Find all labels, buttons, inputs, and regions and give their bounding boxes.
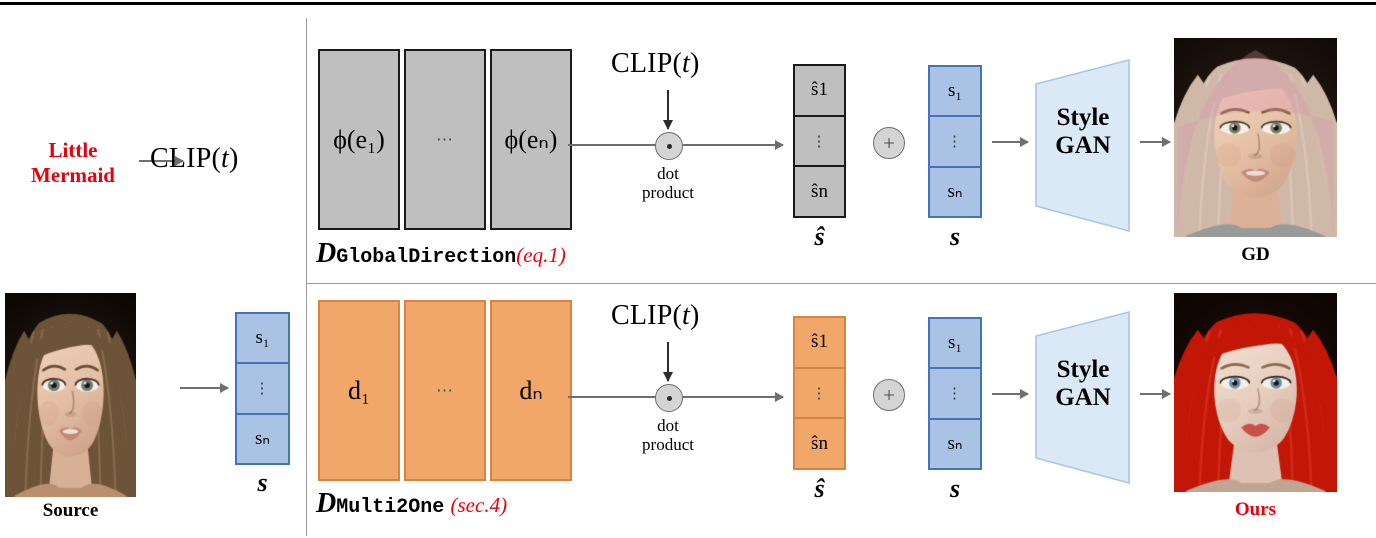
plus-symbol: +: [883, 130, 895, 155]
clip-label-variable: t: [682, 300, 690, 331]
network-subscript: Multi2One: [336, 496, 445, 519]
direction-block: dₙ: [490, 300, 572, 481]
source-style-vector-label: s: [257, 468, 268, 497]
dot-product-operator-bottom: [655, 384, 683, 412]
shat-cell: ⋮: [795, 366, 844, 418]
style-cell: ⋮: [237, 362, 288, 412]
prompt-line-2: Mermaid: [31, 162, 115, 187]
stylegan-label-line-2: GAN: [1055, 384, 1111, 411]
direction-block-ellipsis: ⋯: [436, 380, 454, 400]
addition-operator-bottom: +: [873, 379, 905, 411]
ours-output-caption: Ours: [1234, 499, 1277, 520]
shat-cell: ŝn: [795, 165, 844, 216]
horizontal-divider: [307, 283, 1376, 284]
shat-cell: ŝ1: [811, 79, 828, 101]
arrow-gan-to-output-top: [1140, 141, 1170, 144]
prompt-line-1: Little: [48, 138, 98, 162]
dot-product-label-line-1: dot: [657, 164, 679, 183]
clip-text-encoder-label: CLIP(t): [150, 143, 239, 175]
dot-product-label-line-2: product: [642, 183, 694, 203]
clip-label-suffix: ): [228, 143, 239, 174]
clip-label-suffix: ): [689, 300, 700, 331]
style-cell: s₁: [947, 80, 963, 102]
network-reference: (sec.4): [450, 493, 508, 517]
addition-operator-top: +: [873, 127, 905, 159]
clip-label-suffix: ): [689, 48, 700, 79]
shat-cell: ŝn: [795, 417, 844, 468]
source-image-caption: Source: [42, 500, 99, 521]
arrow-style-to-gan-top: [992, 141, 1028, 144]
global-direction-network-label: DGlobalDirection(eq.1): [316, 238, 566, 270]
predicted-style-vector-bottom: ŝ1 ⋮ ŝn: [793, 316, 846, 470]
line-blocks-to-dot-top: [568, 144, 660, 147]
style-cell: ⋮: [930, 115, 980, 165]
global-direction-output-caption: GD: [1241, 244, 1270, 265]
plus-symbol: +: [883, 382, 895, 407]
clip-label-prefix: CLIP(: [150, 143, 221, 174]
stylegan-generator-bottom: Style GAN: [1033, 310, 1133, 485]
global-direction-block-row: ϕ(e₁) ⋯ ϕ(eₙ): [318, 49, 572, 230]
shat-cell: ŝ1: [811, 331, 828, 353]
clip-text-encoder-label-bottom: CLIP(t): [611, 300, 700, 332]
style-cell: sₙ: [237, 412, 288, 463]
style-vector-top: s₁ ⋮ sₙ: [928, 65, 982, 218]
arrow-clip-to-dot-top: [667, 90, 670, 129]
source-face-image: [5, 293, 136, 497]
predicted-style-vector-label-bottom: ŝ: [814, 474, 825, 503]
arrow-clip-to-dot-bottom: [667, 342, 670, 381]
stylegan-label-line-1: Style: [1056, 356, 1110, 383]
arrow-style-to-gan-bottom: [992, 393, 1028, 396]
style-cell: sₙ: [930, 417, 980, 468]
global-direction-output-image: [1174, 38, 1337, 237]
style-cell: s₁: [947, 332, 963, 354]
style-cell: sₙ: [930, 165, 980, 216]
stylegan-label-line-2: GAN: [1055, 132, 1111, 159]
shat-cell: ⋮: [795, 114, 844, 166]
multi2one-network-label: DMulti2One (sec.4): [316, 488, 507, 520]
network-symbol: D: [316, 238, 337, 269]
ours-output-image: [1174, 293, 1337, 492]
direction-block: ϕ(eₙ): [490, 49, 572, 230]
arrow-dot-to-shat-top: [683, 144, 783, 147]
multi2one-block-row: d₁ ⋯ dₙ: [318, 300, 572, 481]
clip-label-variable: t: [682, 48, 690, 79]
style-vector-label-bottom: s: [949, 474, 961, 503]
style-cell: ⋮: [930, 367, 980, 417]
source-style-vector: s₁ ⋮ sₙ: [235, 312, 290, 465]
style-vector-label-top: s: [949, 222, 961, 251]
clip-label-prefix: CLIP(: [611, 48, 682, 79]
direction-block: d₁: [318, 300, 400, 481]
arrow-source-to-style: [180, 387, 228, 390]
stylegan-label-line-1: Style: [1056, 104, 1110, 131]
dot-product-label-bottom: dot product: [623, 416, 713, 454]
predicted-style-vector-top: ŝ1 ⋮ ŝn: [793, 64, 846, 218]
clip-label-variable: t: [221, 143, 229, 174]
network-reference: (eq.1): [516, 243, 566, 267]
clip-text-encoder-label-top: CLIP(t): [611, 48, 700, 80]
arrow-dot-to-shat-bottom: [683, 396, 783, 399]
dot-product-label-top: dot product: [623, 164, 713, 202]
dot-product-label-line-1: dot: [657, 416, 679, 435]
dot-product-label-line-2: product: [642, 435, 694, 455]
dot-product-operator-top: [655, 132, 683, 160]
direction-block: ϕ(e₁): [318, 49, 400, 230]
network-subscript: GlobalDirection: [336, 246, 517, 269]
vertical-divider: [306, 18, 307, 536]
arrow-gan-to-output-bottom: [1140, 393, 1170, 396]
direction-block-ellipsis: ⋯: [436, 129, 454, 149]
clip-label-prefix: CLIP(: [611, 300, 682, 331]
top-border-rule: [0, 2, 1376, 5]
network-symbol: D: [316, 488, 337, 519]
stylegan-generator-top: Style GAN: [1033, 58, 1133, 233]
arrow-prompt-to-clip: [139, 160, 183, 163]
line-blocks-to-dot-bottom: [568, 396, 660, 399]
predicted-style-vector-label-top: ŝ: [814, 222, 825, 251]
text-prompt: Little Mermaid: [14, 138, 132, 188]
style-vector-bottom: s₁ ⋮ sₙ: [928, 317, 982, 470]
style-cell: s₁: [255, 327, 270, 349]
